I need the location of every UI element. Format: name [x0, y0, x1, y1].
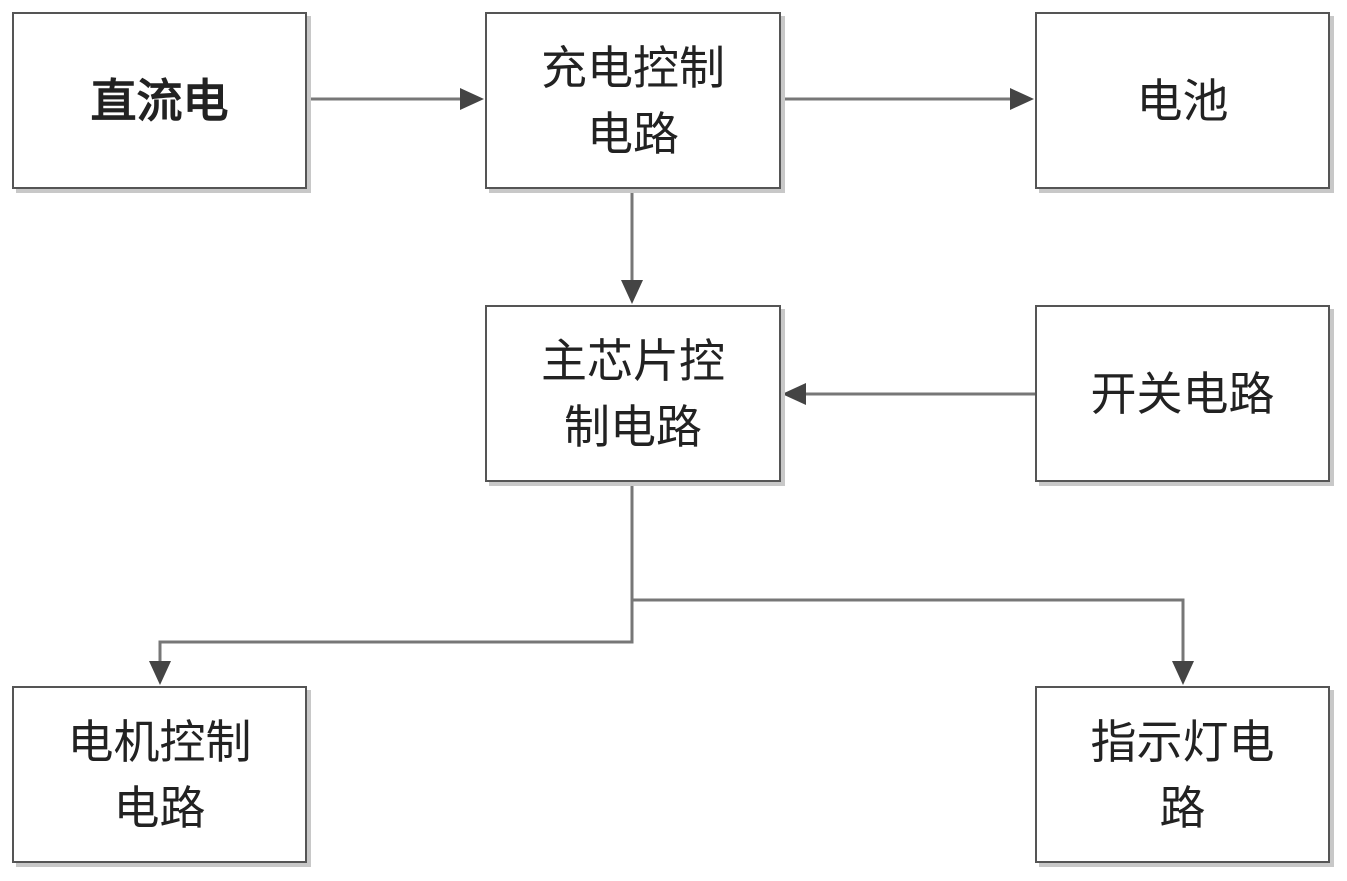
node-motor-control-label: 电机控制 电路 — [40, 709, 280, 841]
arrowhead-charge-to-battery — [1010, 88, 1034, 110]
node-dc-power: 直流电 — [12, 12, 307, 189]
node-indicator-light-label: 指示灯电 路 — [1063, 709, 1303, 841]
node-dc-power-label: 直流电 — [40, 68, 280, 134]
node-switch-circuit: 开关电路 — [1035, 305, 1330, 482]
node-main-chip-control-label: 主芯片控 制电路 — [513, 328, 753, 460]
edge-mcu-to-motor — [160, 600, 632, 663]
node-switch-circuit-label: 开关电路 — [1063, 361, 1303, 427]
node-charge-control-label: 充电控制 电路 — [513, 35, 753, 167]
arrowhead-mcu-to-led — [1172, 661, 1194, 685]
arrowhead-mcu-to-motor — [149, 661, 171, 685]
node-charge-control: 充电控制 电路 — [485, 12, 781, 189]
arrowhead-charge-to-mcu — [621, 280, 643, 304]
node-main-chip-control: 主芯片控 制电路 — [485, 305, 781, 482]
node-indicator-light: 指示灯电 路 — [1035, 686, 1330, 863]
arrowhead-switch-to-mcu — [782, 383, 806, 405]
node-battery: 电池 — [1035, 12, 1330, 189]
edge-mcu-to-led — [632, 600, 1183, 663]
node-battery-label: 电池 — [1063, 68, 1303, 134]
arrowhead-dc-to-charge — [460, 88, 484, 110]
node-motor-control: 电机控制 电路 — [12, 686, 307, 863]
